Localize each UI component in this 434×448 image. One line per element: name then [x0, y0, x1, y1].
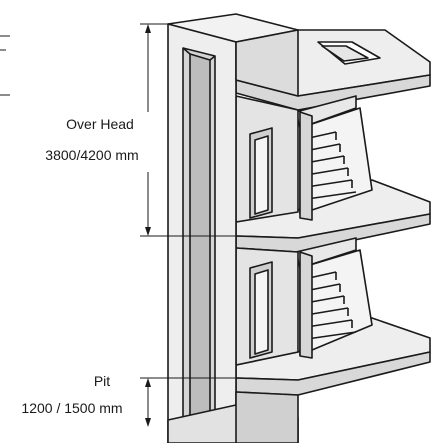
- pit-value-label: 1200 / 1500 mm: [21, 400, 123, 416]
- overhead-arrow-bottom: [145, 227, 151, 236]
- overhead-value-label: 3800/4200 mm: [45, 147, 139, 163]
- pit-arrow-top: [145, 378, 151, 387]
- lower-stair-flight: [295, 237, 373, 359]
- upper-stair-flight: [295, 95, 373, 221]
- overhead-title-label: Over Head: [66, 116, 134, 132]
- dimension-lines: [0, 23, 238, 427]
- rear-side-wall: [235, 95, 299, 366]
- overhead-arrow-top: [145, 24, 151, 33]
- pit-arrow-bottom: [145, 418, 151, 427]
- pit-title-label: Pit: [93, 373, 111, 389]
- elevator-shaft-block: [167, 13, 299, 444]
